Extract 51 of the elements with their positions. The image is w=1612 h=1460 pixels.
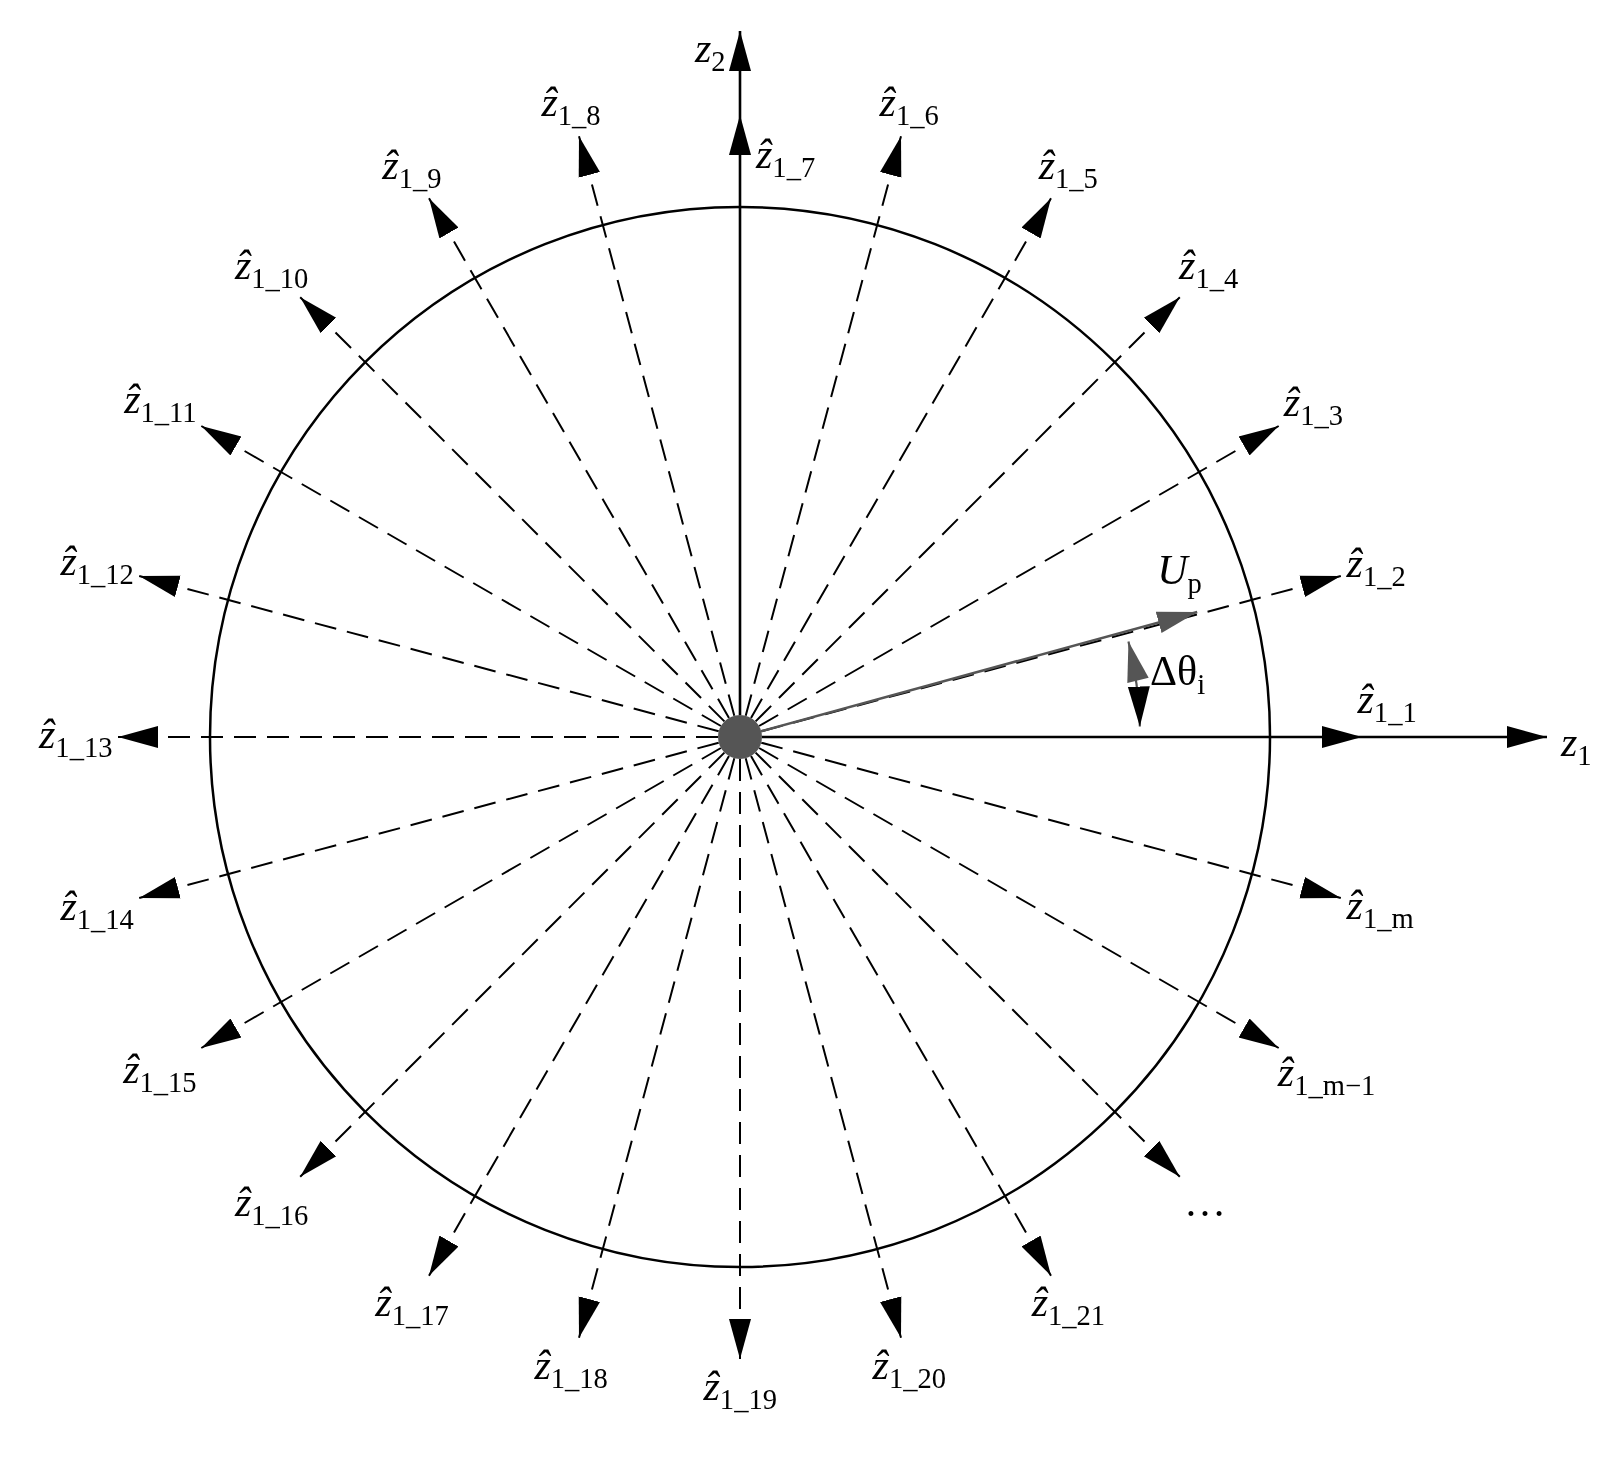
dashed-arrow xyxy=(754,296,1181,723)
direction-label: ẑ$_{1_14}$ xyxy=(60,884,134,934)
ellipsis-label: … xyxy=(1184,1181,1227,1224)
dashed-arrow xyxy=(729,758,751,1360)
dashed-arrow xyxy=(754,751,1181,1178)
axis-label: z$_{1}$ xyxy=(1561,720,1592,770)
direction-label: ẑ$_{1_7}$ xyxy=(756,133,816,183)
direction-label: ẑ$_{1_11}$ xyxy=(124,377,197,427)
dashed-arrow xyxy=(117,726,719,748)
direction-label: ẑ$_{1_18}$ xyxy=(534,1343,608,1393)
dashed-arrow xyxy=(758,747,1280,1049)
direction-label: ẑ$_{1_16}$ xyxy=(234,1181,309,1231)
dashed-arrow xyxy=(299,296,726,723)
axis-label: z$_{2}$ xyxy=(695,27,726,77)
origin-dot xyxy=(718,715,762,759)
dashed-arrow xyxy=(200,747,722,1049)
dashed-arrow xyxy=(758,425,1280,727)
direction-label: ẑ$_{1_9}$ xyxy=(382,144,442,194)
dashed-arrow xyxy=(138,575,720,733)
direction-label: ẑ$_{1_19}$ xyxy=(703,1365,777,1415)
direction-label: ẑ$_{1_21}$ xyxy=(1031,1280,1106,1330)
angle-label: Δθ$_{i}$ xyxy=(1150,650,1206,700)
direction-label: ẑ$_{1_10}$ xyxy=(234,243,309,294)
dashed-arrow xyxy=(750,755,1052,1277)
vector-arrow xyxy=(760,610,1198,733)
direction-label: ẑ$_{1_20}$ xyxy=(872,1343,947,1393)
direction-label: ẑ$_{1_8}$ xyxy=(541,81,601,131)
direction-label: ẑ$_{1_3}$ xyxy=(1283,381,1344,431)
dashed-arrow xyxy=(138,741,720,899)
dashed-arrow xyxy=(578,135,736,717)
direction-label: ẑ$_{1_m−1}$ xyxy=(1277,1051,1376,1101)
direction-label: ẑ$_{1_13}$ xyxy=(39,712,113,762)
direction-label: ẑ$_{1_6}$ xyxy=(879,81,939,131)
direction-label: ẑ$_{1_5}$ xyxy=(1038,144,1098,194)
dashed-arrow xyxy=(760,741,1342,899)
dashed-arrow xyxy=(428,755,730,1277)
dashed-arrow xyxy=(750,197,1052,719)
direction-label: ẑ$_{1_2}$ xyxy=(1346,542,1406,592)
dashed-arrow xyxy=(200,425,722,727)
direction-label: ẑ$_{1_12}$ xyxy=(60,540,134,590)
vector-label: U$_{p}$ xyxy=(1157,548,1202,599)
dashed-arrow xyxy=(299,751,726,1178)
direction-label: ẑ$_{1_15}$ xyxy=(123,1047,197,1097)
direction-label: ẑ$_{1_4}$ xyxy=(1179,243,1239,294)
dashed-arrow xyxy=(428,197,730,719)
dashed-arrow xyxy=(578,757,736,1339)
dashed-arrow xyxy=(744,757,902,1339)
direction-label: ẑ$_{1_17}$ xyxy=(375,1280,449,1330)
dashed-arrow xyxy=(744,135,902,717)
direction-label: ẑ$_{1_1}$ xyxy=(1357,678,1417,728)
direction-label: ẑ$_{1_m}$ xyxy=(1346,884,1414,934)
